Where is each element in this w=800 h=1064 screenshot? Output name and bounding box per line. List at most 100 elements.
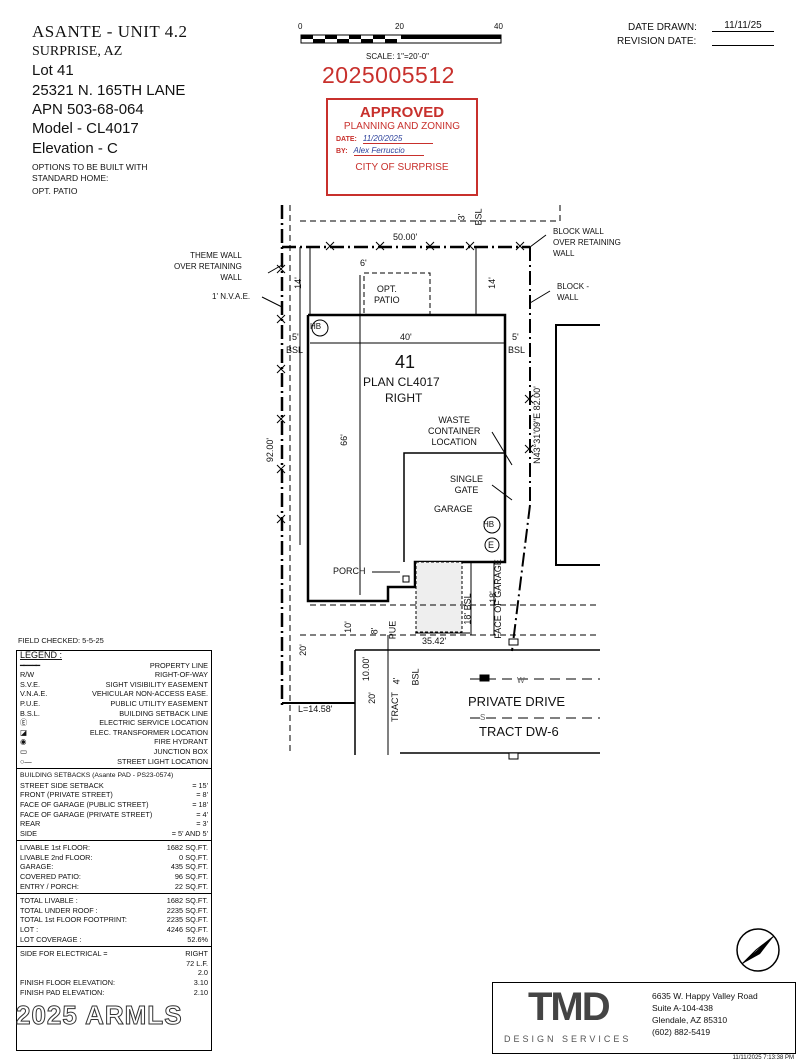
private-drive-label: PRIVATE DRIVE [468,694,566,709]
legend-abbr: P.U.E. [20,698,41,708]
area-label: LIVABLE 1st FLOOR: [20,843,91,853]
legend-abbr: V.N.A.E. [20,689,48,699]
front-10: 10' [342,621,353,633]
setback-row: STREET SIDE SETBACK = 15' [17,781,211,791]
electrical-row: FINISH PAD ELEVATION:2.10 [17,988,211,998]
opt-patio-label: OPT. PATIO [374,284,400,305]
stamp-department: PLANNING AND ZONING [343,121,461,132]
water-line-label: W [517,676,525,685]
setback-value: = 15' [192,780,208,790]
legend-abbr: B.S.L. [20,708,40,718]
title-block [492,982,796,1054]
legend-divider [17,768,211,770]
address-line-2: Suite A-104-438 [652,1003,713,1013]
scale-bar [300,34,502,44]
tmd-logo: TMD [528,985,611,1029]
area-value: 96 [174,872,183,882]
stamp-by-value: Alex Ferruccio [353,146,424,156]
setback-row: FRONT (PRIVATE STREET)= 8' [17,790,211,800]
revision-date-value [712,34,774,46]
stamp-date-value: 11/20/2025 [362,134,433,144]
setback-row: FACE OF GARAGE (PUBLIC STREET)= 18' [17,800,211,810]
total-value: 52.6% [187,934,208,944]
area-value: 1682 [166,843,183,853]
porch-label: PORCH [333,566,366,576]
plan-orientation: RIGHT [385,391,423,405]
hb-marker-top: HB [310,322,322,331]
property-line-symbol: ━━ ━ ━━ [20,660,40,670]
total-label: TOTAL UNDER ROOF : [20,905,98,915]
dim-35-42: 35.42' [422,636,447,646]
legend-desc: VEHICULAR NON-ACCESS EASE. [92,689,208,699]
legend-item: S.V.E.SIGHT VISIBILITY EASEMENT [17,680,211,690]
setback-value: = 4' [196,809,208,819]
legend-divider [17,840,211,842]
dim-18: 18' [487,591,498,603]
approval-stamp: APPROVED PLANNING AND ZONING DATE:11/20/… [326,98,478,196]
total-value: 2235 [166,915,183,925]
dim-10-00: 10.00' [361,656,372,682]
area-unit: SQ.FT. [185,881,208,891]
north-arrow-icon [736,928,780,972]
block-wall-retaining-label: BLOCK WALL OVER RETAINING WALL [553,227,621,258]
legend-item: ◪ELEC. TRANSFORMER LOCATION [17,728,211,738]
electrical-value: RIGHT [185,949,208,959]
rear-setback: 3' [456,213,467,221]
area-value: 22 [174,881,183,891]
project-city: SURPRISE, AZ [32,44,123,59]
legend-desc: STREET LIGHT LOCATION [117,756,208,766]
field-checked: FIELD CHECKED: 5-5-25 [18,636,104,645]
side-depth: 92.00' [265,437,276,463]
area-unit: SQ.FT. [185,852,208,862]
house-width: 40' [400,332,412,342]
area-value: 435 [170,862,183,872]
total-value: 1682 [166,896,183,906]
legend-item: ━━ ━ ━━PROPERTY LINE [17,661,211,671]
address-line-3: Glendale, AZ 85310 [652,1015,728,1025]
patio-6: 6' [360,258,367,268]
total-label: TOTAL 1st FLOOR FOOTPRINT: [20,915,127,925]
single-gate-label: SINGLE GATE [450,474,484,495]
setback-row: REAR= 3' [17,819,211,829]
left-5: 5' [292,332,299,342]
legend-item: ▭JUNCTION BOX [17,747,211,757]
block-wall-label: BLOCK - WALL [557,282,590,302]
area-label: GARAGE: [20,862,54,872]
lot-label: Lot 41 [32,62,74,79]
electrical-row: 72 L.F. [17,959,211,969]
date-drawn-value: 11/11/25 [712,20,774,32]
right-14: 14' [486,277,497,289]
legend-desc: SIGHT VISIBILITY EASEMENT [105,679,208,689]
junction-box-icon: ▭ [20,746,27,756]
hb-marker-garage: HB [483,520,495,529]
rear-bsl: BSL [473,208,484,226]
setback-row: SIDE= 5' AND 5' [17,829,211,839]
project-title: ASANTE - UNIT 4.2 [32,22,188,41]
total-unit: SQ.FT. [185,896,208,906]
dim-20b: 20' [366,692,377,704]
legend-desc: RIGHT-OF-WAY [154,670,208,680]
plan-name: PLAN CL4017 [363,375,440,389]
legend-desc: PUBLIC UTILITY EASEMENT [110,698,208,708]
setback-label: SIDE [20,828,38,838]
stamp-city: CITY OF SURPRISE [355,162,449,173]
setbacks-title: BUILDING SETBACKS (Asante PAD - PS23-057… [20,772,174,780]
scale-label: SCALE: 1"=20'-0" [366,52,430,61]
top-width: 50.00' [393,232,418,242]
setback-label: REAR [20,819,41,829]
electric-marker: E [488,540,495,550]
setback-label: STREET SIDE SETBACK [20,780,104,790]
electrical-label: FINISH FLOOR ELEVATION: [20,978,116,987]
electrical-value: 2.0 [197,968,208,978]
theme-wall-label: THEME WALL OVER RETAINING WALL [174,251,242,282]
setback-label: FACE OF GARAGE (PUBLIC STREET) [20,799,149,809]
